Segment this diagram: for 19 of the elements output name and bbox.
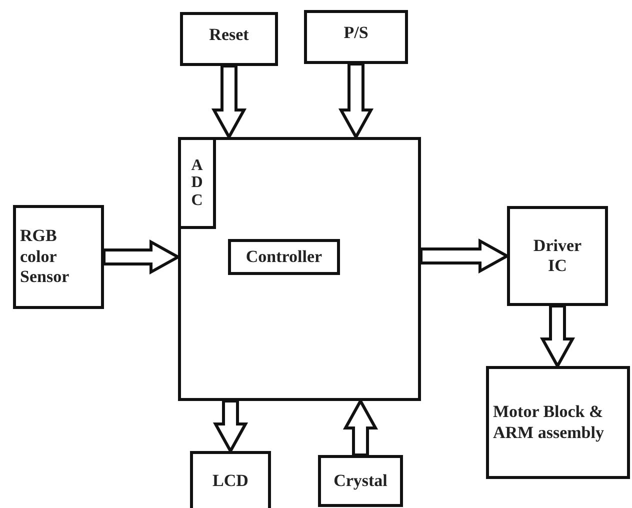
block-label: LCD	[212, 470, 248, 492]
block-label: P/S	[344, 23, 368, 44]
block	[486, 366, 630, 479]
block	[507, 206, 608, 306]
block-label: Controller	[246, 246, 322, 268]
block-label: Driver IC	[532, 236, 583, 276]
main-block	[178, 137, 421, 401]
block	[13, 205, 104, 309]
block-label: Reset	[209, 25, 249, 46]
block-label: Crystal	[334, 470, 388, 492]
block	[178, 137, 216, 229]
block	[180, 12, 278, 66]
block-label: A D C	[190, 156, 204, 210]
block-label: Motor Block & ARM assembly	[493, 402, 605, 443]
block-label: RGB color Sensor	[20, 226, 70, 288]
block	[228, 239, 340, 275]
block	[318, 455, 403, 507]
block	[304, 10, 408, 64]
block	[190, 451, 271, 508]
